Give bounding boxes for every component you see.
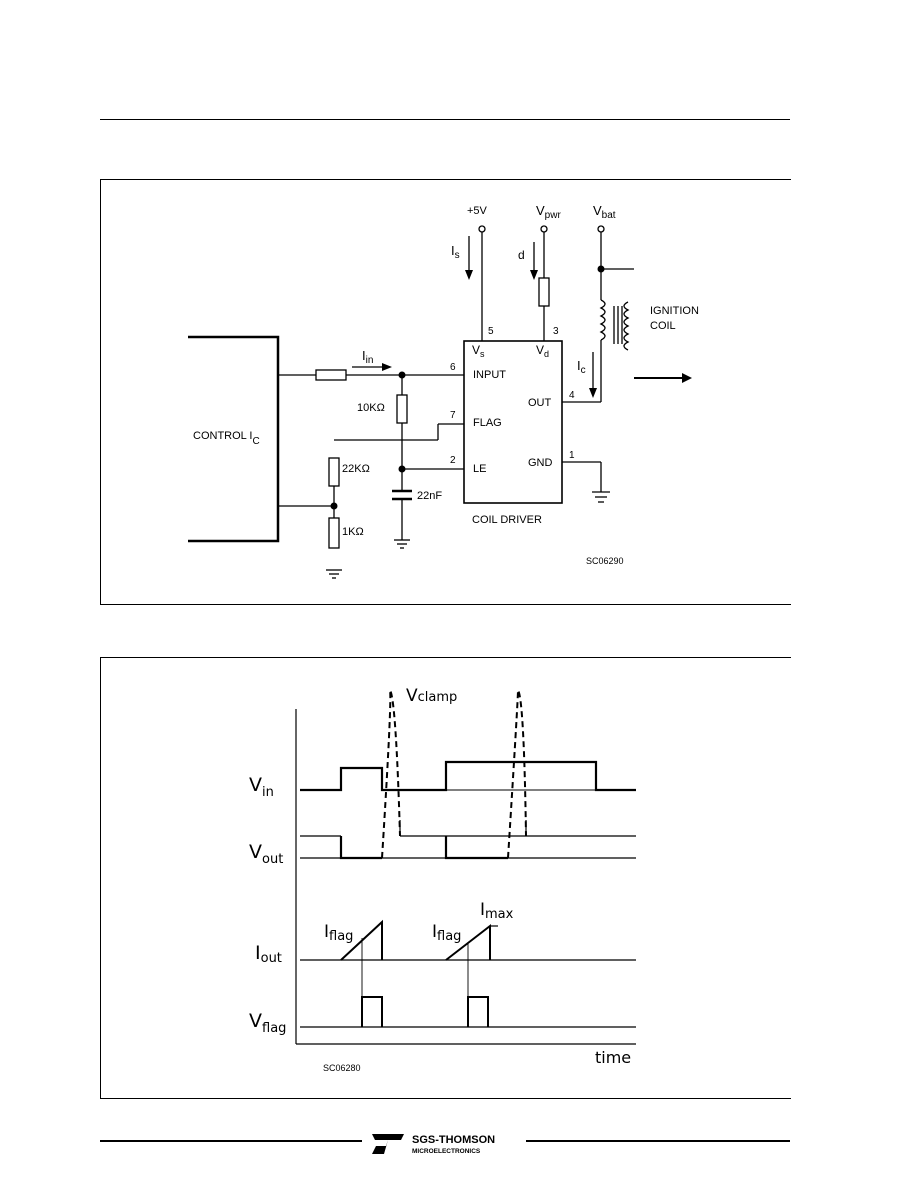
top-rule [100,119,790,120]
label-time: time [595,1048,631,1067]
bottom-rule-left [100,1140,362,1142]
label-iflag-2: Iflag [432,922,461,944]
label-vflag: Vflag [249,1010,286,1036]
pin-6: 6 [450,362,456,373]
label-vbat: Vbat [593,203,616,221]
waveform-code: SC06280 [323,1063,361,1073]
label-22k: 22KΩ [342,463,370,475]
label-coil-1: IGNITION [650,305,699,317]
brand-sub: MICROELECTRONICS [412,1148,481,1155]
chip-input: INPUT [473,369,506,381]
chip-flag: FLAG [473,417,502,429]
label-vout: Vout [249,841,283,867]
brand-name: SGS-THOMSON [412,1134,495,1146]
pin-1: 1 [569,450,575,461]
pin-7: 7 [450,410,456,421]
label-iflag-1: Iflag [324,922,353,944]
st-logo: SGS-THOMSON MICROELECTRONICS [372,1134,495,1155]
st-logo-mark [372,1134,404,1154]
chip-gnd: GND [528,457,553,469]
label-id: d [518,248,525,262]
bottom-rule-right [526,1140,790,1142]
label-22nf: 22nF [417,490,442,502]
label-control-ic: CONTROL IC [193,430,260,447]
label-iin: Iin [362,348,373,366]
label-ic: Ic [577,358,586,376]
chip-out: OUT [528,397,552,409]
pin-4: 4 [569,390,575,401]
label-iout: Iout [255,942,282,966]
label-vin: Vin [249,774,274,800]
label-plus5v: +5V [467,205,488,217]
label-is: Is [451,243,460,261]
circuit-code: SC06290 [586,556,624,566]
chip-name: COIL DRIVER [472,514,542,526]
label-vpwr: Vpwr [536,203,561,221]
chip-vs: Vs [472,343,485,359]
circuit-frame [100,179,791,605]
label-10k: 10KΩ [357,402,385,414]
label-imax: Imax [480,900,514,922]
pin-5: 5 [488,326,494,337]
waveform-frame [100,657,791,1099]
label-1k: 1KΩ [342,526,364,538]
label-vclamp: Vclamp [406,686,457,706]
chip-vd: Vd [536,343,549,359]
pin-2: 2 [450,455,456,466]
chip-le: LE [473,463,486,475]
label-coil-2: COIL [650,320,676,332]
pin-3: 3 [553,326,559,337]
